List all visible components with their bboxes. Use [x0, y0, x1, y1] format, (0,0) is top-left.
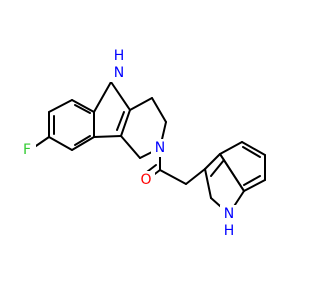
indole-nitrogen-label: N: [114, 65, 124, 81]
indole-right-nitrogen-hydrogen-label: H: [224, 223, 235, 239]
molecule-structure: F N H N O N H: [18, 48, 266, 239]
pyrrole-ring-left: [93, 81, 131, 138]
atom-label-f: F: [18, 140, 36, 158]
atom-label-n-top: N H: [110, 48, 128, 82]
piperidine-nitrogen-label: N: [155, 140, 165, 156]
benzo-ring-left: [48, 99, 95, 151]
atom-label-n-right: N H: [220, 205, 238, 239]
atom-label-n-mid: N: [151, 139, 169, 157]
molecule-canvas: F N H N O N H: [18, 48, 266, 239]
fluorine-label: F: [23, 142, 31, 158]
carbonyl-oxygen-label: O: [140, 172, 151, 188]
indole-nitrogen-hydrogen-label: H: [114, 48, 125, 64]
indole-right-nitrogen-label: N: [224, 206, 234, 222]
atom-label-o: O: [137, 171, 155, 189]
indole-benzo-right: [219, 141, 266, 192]
